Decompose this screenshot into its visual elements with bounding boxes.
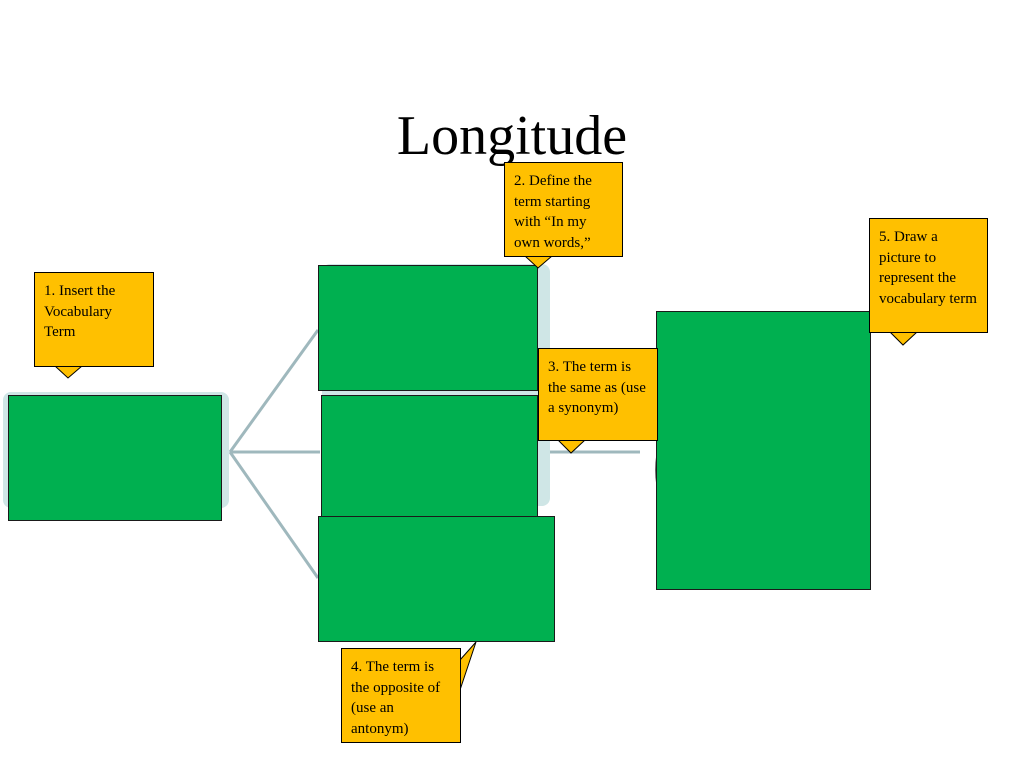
antonym-tail xyxy=(459,641,477,691)
definition-box[interactable] xyxy=(318,265,538,391)
slide-title: Longitude xyxy=(396,105,628,167)
synonym-callout: 3. The term is the same as (use a synony… xyxy=(538,348,658,441)
draw-tail xyxy=(888,331,919,346)
picture-box[interactable] xyxy=(656,311,871,590)
synonym-tail xyxy=(556,439,587,454)
insert-term-callout: 1. Insert the Vocabulary Term xyxy=(34,272,154,367)
vocabulary-term-box[interactable] xyxy=(8,395,222,521)
define-callout: 2. Define the term starting with “In my … xyxy=(504,162,623,257)
define-tail xyxy=(523,255,554,269)
connector-to-antonym xyxy=(228,451,320,579)
antonym-callout: 4. The term is the opposite of (use an a… xyxy=(341,648,461,743)
insert-term-tail xyxy=(53,365,84,379)
draw-callout: 5. Draw a picture to represent the vocab… xyxy=(869,218,988,333)
connector-to-definition xyxy=(228,329,320,453)
synonym-box[interactable] xyxy=(321,395,538,521)
antonym-box[interactable] xyxy=(318,516,555,642)
